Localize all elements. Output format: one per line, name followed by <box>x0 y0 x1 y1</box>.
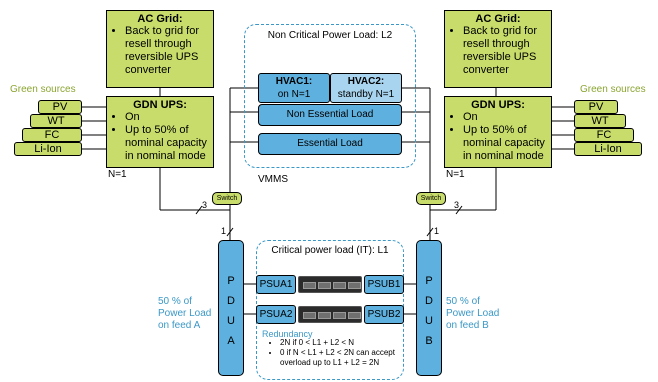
feed-b-label: 50 % of Power Load on feed B <box>446 296 500 331</box>
switch-right: Switch <box>416 192 446 205</box>
gdn-ups-right-bullet-2: Up to 50% of nominal capacity in nominal… <box>463 124 547 163</box>
hvac2-title: HVAC2: <box>347 76 385 87</box>
source-liion-right: Li-Ion <box>574 142 642 156</box>
psub2-box: PSUB2 <box>364 305 404 324</box>
pdu-b-letter-d: D <box>425 295 433 307</box>
gdn-ups-left: GDN UPS: On Up to 50% of nominal capacit… <box>106 96 214 168</box>
redundancy-item-1: 2N if 0 < L1 + L2 < N <box>280 338 414 348</box>
source-wt-right: WT <box>574 114 626 128</box>
pdu-b-letter-u: U <box>425 315 433 327</box>
gdn-ups-right-n: N=1 <box>446 169 465 180</box>
ac-grid-left-title: AC Grid: <box>137 13 183 25</box>
source-fc-left: FC <box>22 128 82 142</box>
ac-grid-right-title: AC Grid: <box>475 13 521 25</box>
source-pv-left: PV <box>38 100 82 114</box>
pdu-a-letter-d: D <box>227 295 235 307</box>
redundancy-title: Redundancy <box>262 329 313 339</box>
hvac1-title: HVAC1: <box>275 76 313 87</box>
pdu-a-letter-u: U <box>227 315 235 327</box>
pdu-a-letter-p: P <box>227 275 235 287</box>
psua2-box: PSUA2 <box>256 305 296 324</box>
gdn-ups-left-title: GDN UPS: <box>133 99 187 111</box>
switch-left: Switch <box>212 192 242 205</box>
non-critical-load-title: Non Critical Power Load: L2 <box>267 30 393 41</box>
source-wt-left: WT <box>30 114 82 128</box>
source-fc-right: FC <box>574 128 634 142</box>
hvac2-status: standby N=1 <box>337 89 395 100</box>
ac-grid-left-bullet: Back to grid for resell through reversib… <box>125 25 209 77</box>
line-count-1-left: 1 <box>221 226 227 236</box>
line-count-1-right: 1 <box>434 226 440 236</box>
non-critical-load-group <box>244 24 416 168</box>
hvac2-box: HVAC2: standby N=1 <box>330 73 402 103</box>
hvac1-box: HVAC1: on N=1 <box>258 73 330 103</box>
gdn-ups-right: GDN UPS: On Up to 50% of nominal capacit… <box>444 96 552 168</box>
pdu-a: P D U A <box>218 240 244 376</box>
psub1-box: PSUB1 <box>364 275 404 294</box>
psua1-box: PSUA1 <box>256 275 296 294</box>
pdu-b-letter-p: P <box>425 275 433 287</box>
gdn-ups-left-n: N=1 <box>108 169 127 180</box>
line-count-3-left: 3 <box>202 200 208 210</box>
feed-a-label: 50 % of Power Load on feed A <box>158 296 212 331</box>
gdn-ups-right-bullet-1: On <box>463 111 547 124</box>
pdu-b-letter-b: B <box>425 335 433 347</box>
redundancy-item-2: 0 if N < L1 + L2 < 2N can accept overloa… <box>280 348 414 368</box>
gdn-ups-right-title: GDN UPS: <box>471 99 525 111</box>
redundancy-list: 2N if 0 < L1 + L2 < N 0 if N < L1 + L2 <… <box>268 338 414 368</box>
ac-grid-right: AC Grid: Back to grid for resell through… <box>444 10 552 88</box>
ac-grid-left: AC Grid: Back to grid for resell through… <box>106 10 214 88</box>
pdu-b: P D U B <box>416 240 442 376</box>
server-icon <box>298 276 362 293</box>
source-liion-left: Li-Ion <box>14 142 82 156</box>
source-pv-right: PV <box>574 100 618 114</box>
essential-load-box: Essential Load <box>258 133 402 155</box>
vmms-label: VMMS <box>258 174 288 185</box>
gdn-ups-left-bullet-1: On <box>125 111 209 124</box>
green-sources-left-label: Green sources <box>10 84 76 95</box>
pdu-a-letter-a: A <box>227 335 235 347</box>
gdn-ups-left-bullet-2: Up to 50% of nominal capacity in nominal… <box>125 124 209 163</box>
green-sources-right-label: Green sources <box>580 84 646 95</box>
line-count-3-right: 3 <box>454 200 460 210</box>
critical-load-title: Critical power load (IT): L1 <box>271 245 389 256</box>
ac-grid-right-bullet: Back to grid for resell through reversib… <box>463 25 547 77</box>
server-icon <box>298 306 362 323</box>
non-essential-load-box: Non Essential Load <box>258 104 402 126</box>
hvac1-status: on N=1 <box>277 89 311 100</box>
